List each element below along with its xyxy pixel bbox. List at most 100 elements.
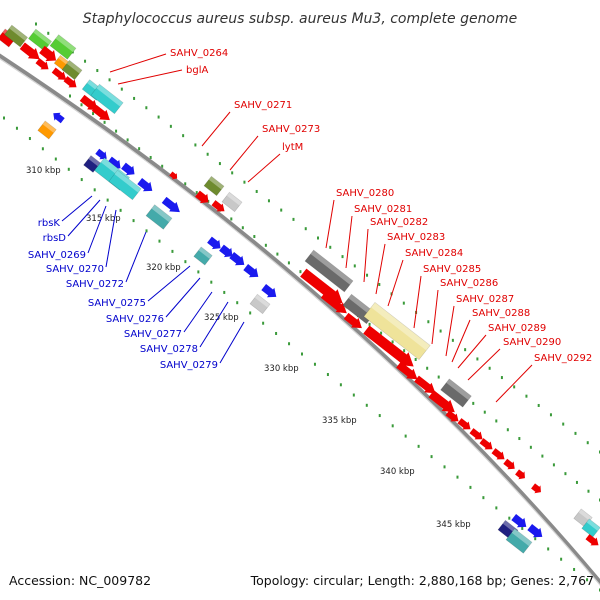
gene-arrow: [207, 236, 221, 250]
gene-box: [145, 204, 173, 230]
tick-dot: [3, 116, 5, 120]
tick-dot: [264, 243, 267, 247]
gene-box: [221, 191, 243, 213]
gene-label: SAHV_0278: [140, 344, 198, 355]
gene-label: SAHV_0269: [28, 250, 86, 261]
gene-label: SAHV_0281: [354, 204, 412, 215]
tick-dot: [301, 352, 303, 356]
tick-dot: [404, 434, 407, 438]
tick-dot: [353, 264, 356, 268]
gene-arrow: [137, 178, 153, 192]
tick-dot: [138, 147, 141, 151]
scale-label: 320 kbp: [146, 263, 181, 273]
tick-dot: [476, 357, 479, 361]
tick-dot: [341, 255, 344, 259]
gene-label: SAHV_0286: [440, 278, 498, 289]
leader-line: [247, 153, 281, 183]
tick-dot: [586, 441, 589, 445]
tick-dot: [495, 419, 498, 423]
gene-arrow: [219, 244, 233, 258]
tick-dot: [15, 126, 18, 130]
tick-dot: [169, 124, 172, 128]
gene-arrow: [79, 94, 98, 111]
tick-dot: [145, 106, 148, 110]
gene-label: rbsK: [38, 218, 61, 229]
tick-dot: [157, 115, 160, 119]
gene-label: SAHV_0285: [423, 264, 481, 275]
tick-dot: [194, 143, 197, 147]
leader-line: [67, 199, 101, 237]
gene-arrow: [169, 171, 178, 180]
gene-label: SAHV_0271: [234, 100, 292, 111]
gene-arrow: [585, 534, 599, 546]
tick-dot: [149, 155, 152, 159]
accession-text: Accession: NC_009782: [9, 573, 151, 588]
gene-label: SAHV_0289: [488, 323, 546, 334]
tick-dot: [488, 366, 491, 370]
gene-label: SAHV_0273: [262, 124, 320, 135]
tick-dot: [304, 227, 307, 231]
gene-arrow: [396, 361, 418, 380]
leader-line: [165, 277, 201, 318]
gene-arrow: [63, 76, 77, 88]
gene-arrow: [107, 156, 121, 170]
gene-arrow: [229, 252, 245, 266]
tick-dot: [587, 489, 590, 493]
tick-dot: [182, 134, 185, 138]
gene-arrow: [414, 375, 436, 394]
tick-dot: [262, 321, 265, 325]
tick-dot: [292, 217, 295, 221]
tick-dot: [464, 348, 467, 352]
leader-line: [229, 135, 259, 171]
gene-arrow: [51, 67, 67, 80]
gene-label: SAHV_0282: [370, 217, 428, 228]
scale-label: 315 kbp: [86, 214, 121, 224]
tick-dot: [255, 189, 258, 193]
gene-arrow: [35, 58, 49, 70]
gene-arrow: [445, 410, 459, 422]
tick-dot: [275, 331, 278, 335]
gene-box: [363, 301, 431, 361]
leader-line: [125, 231, 147, 283]
gene-arrow: [121, 162, 135, 176]
tick-dot: [549, 413, 552, 417]
tick-dot: [469, 485, 472, 489]
gene-label: bglA: [186, 65, 208, 76]
gene-label: SAHV_0272: [66, 279, 124, 290]
tick-dot: [299, 270, 302, 274]
gene-arrow: [479, 438, 493, 450]
gene-arrow: [211, 200, 225, 212]
tick-dot: [403, 349, 406, 353]
gene-arrow: [53, 112, 65, 124]
tick-dot: [575, 480, 578, 484]
gene-arrow: [343, 312, 362, 329]
tick-dot: [93, 188, 96, 192]
gene-label: SAHV_0287: [456, 294, 514, 305]
tick-dot: [253, 235, 256, 239]
gene-arrow: [95, 148, 107, 160]
tick-dot: [534, 537, 537, 541]
gene-arrow: [195, 190, 209, 204]
tick-dot: [426, 366, 429, 370]
leader-line: [117, 69, 183, 85]
tick-dot: [564, 472, 567, 476]
tick-dot: [573, 567, 576, 571]
tick-dot: [313, 362, 316, 366]
tick-dot: [223, 290, 226, 294]
gene-arrow: [515, 469, 525, 480]
tick-dot: [472, 401, 475, 405]
gene-box: [440, 378, 472, 408]
tick-dot: [391, 424, 394, 428]
tick-dot: [437, 375, 440, 379]
backbone-shadow: [0, 58, 600, 587]
leader-line: [87, 205, 107, 254]
tick-dot: [184, 182, 187, 186]
tick-dot: [329, 245, 332, 249]
leader-line: [325, 199, 335, 249]
tick-dot: [402, 301, 405, 305]
tick-dot: [280, 208, 283, 212]
gene-label: SAHV_0277: [124, 329, 182, 340]
gene-box: [28, 28, 52, 52]
gene-arrow: [428, 390, 455, 413]
